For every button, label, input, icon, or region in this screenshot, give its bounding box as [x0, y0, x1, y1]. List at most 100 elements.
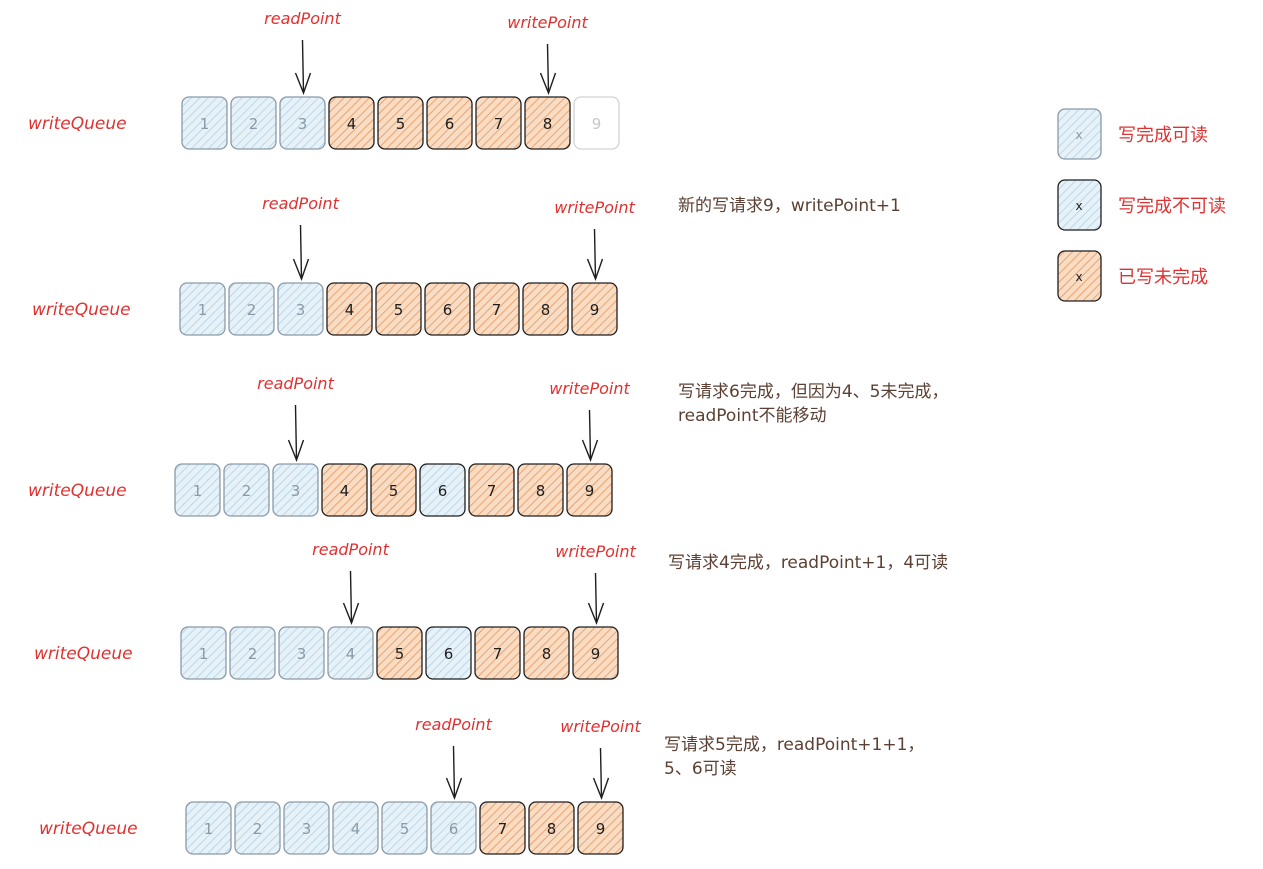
cell-box	[523, 626, 570, 680]
cell-box	[430, 801, 477, 855]
queue-cell-4: 4	[328, 96, 375, 150]
queue-cell-3: 3	[272, 463, 319, 517]
cell-value: 6	[443, 301, 453, 319]
read-pointer: readPoint	[262, 194, 340, 281]
cell-box	[524, 96, 571, 150]
cell-value: 4	[345, 301, 355, 319]
queue-cell-8: 8	[523, 626, 570, 680]
cell-value: 7	[493, 645, 503, 663]
queue-cell-4: 4	[326, 282, 373, 336]
write-pointer: writePoint	[560, 717, 641, 800]
write-pointer-arrow-head	[592, 777, 610, 800]
queue-cell-4: 4	[327, 626, 374, 680]
cell-value: 8	[536, 482, 546, 500]
cell-value: 8	[541, 301, 551, 319]
write-pointer: writePoint	[549, 379, 630, 462]
cell-value: 4	[351, 820, 361, 838]
cell-value: 9	[596, 820, 606, 838]
cell-value: 3	[296, 301, 306, 319]
legend-label: 写完成可读	[1118, 125, 1208, 146]
queue-cell-7: 7	[473, 282, 520, 336]
cell-box	[174, 463, 221, 517]
cell-value: 2	[242, 482, 252, 500]
queue-cell-1: 1	[180, 626, 227, 680]
cell-box	[522, 282, 569, 336]
cell-value: 9	[585, 482, 595, 500]
cell-box	[517, 463, 564, 517]
legend-swatch	[1057, 250, 1102, 302]
step-note-line: 写请求5完成，readPoint+1+1，	[664, 735, 924, 755]
cell-value: 9	[591, 645, 601, 663]
cell-value: 7	[494, 115, 504, 133]
queue-label: writeQueue	[39, 819, 138, 839]
read-pointer: readPoint	[264, 9, 342, 95]
queue-cell-5: 5	[377, 96, 424, 150]
queue-cell-8: 8	[528, 801, 575, 855]
cell-box	[327, 626, 374, 680]
cell-value: 2	[253, 820, 263, 838]
queue-cell-9: 9	[572, 626, 619, 680]
read-pointer-arrow-shaft	[452, 745, 456, 799]
cell-value: 1	[198, 301, 208, 319]
write-pointer-label: writePoint	[555, 542, 636, 561]
cell-box	[424, 282, 471, 336]
cell-value: 7	[487, 482, 497, 500]
cell-value: 5	[389, 482, 399, 500]
write-pointer-arrow-head	[539, 72, 557, 95]
cell-value: 5	[400, 820, 410, 838]
cell-box	[473, 282, 520, 336]
cell-box	[376, 626, 423, 680]
cell-box	[181, 96, 228, 150]
read-pointer-arrow-shaft	[349, 570, 353, 624]
queue-cell-3: 3	[279, 96, 326, 150]
cell-value: 5	[396, 115, 406, 133]
read-pointer-arrow-head	[294, 72, 312, 95]
write-pointer-arrow-shaft	[546, 43, 550, 94]
queue-cell-2: 2	[234, 801, 281, 855]
step-note: 写请求5完成，readPoint+1+1， 5、6可读	[664, 735, 924, 779]
cell-box	[370, 463, 417, 517]
write-pointer-arrow-shaft	[593, 228, 597, 280]
cell-box	[321, 463, 368, 517]
queue-cell-7: 7	[479, 801, 526, 855]
queue-cell-2: 2	[228, 282, 275, 336]
cell-value: 8	[542, 645, 552, 663]
queue-cell-7: 7	[474, 626, 521, 680]
legend-swatch	[1057, 179, 1102, 231]
cell-box	[474, 626, 521, 680]
queue-cell-8: 8	[517, 463, 564, 517]
read-pointer: readPoint	[257, 374, 335, 462]
step-note-line: 写请求4完成，readPoint+1，4可读	[668, 553, 948, 573]
read-pointer-arrow-head	[292, 258, 310, 281]
queue-cell-5: 5	[376, 626, 423, 680]
queue-label: writeQueue	[32, 300, 131, 320]
cell-box	[566, 463, 613, 517]
step-note-line: 5、6可读	[664, 759, 737, 779]
cell-box	[332, 801, 379, 855]
queue-cell-2: 2	[229, 626, 276, 680]
cell-box	[228, 282, 275, 336]
cell-box	[272, 463, 319, 517]
cell-box	[381, 801, 428, 855]
write-pointer-label: writePoint	[560, 717, 641, 736]
queue-cell-9: 9	[571, 282, 618, 336]
cell-value: 5	[394, 301, 404, 319]
cell-value: 6	[445, 115, 455, 133]
cell-box	[179, 282, 226, 336]
cell-box	[279, 96, 326, 150]
write-pointer: writePoint	[507, 13, 588, 95]
cell-box	[468, 463, 515, 517]
cell-value: 6	[449, 820, 459, 838]
queue-cell-9: 9	[577, 801, 624, 855]
cell-value: 6	[444, 645, 454, 663]
cell-value: 7	[498, 820, 508, 838]
queue-cell-5: 5	[370, 463, 417, 517]
write-pointer: writePoint	[554, 198, 635, 281]
cell-value: 1	[200, 115, 210, 133]
legend-symbol: x	[1075, 199, 1082, 213]
cell-value: 3	[297, 645, 307, 663]
queue-cell-4: 4	[332, 801, 379, 855]
